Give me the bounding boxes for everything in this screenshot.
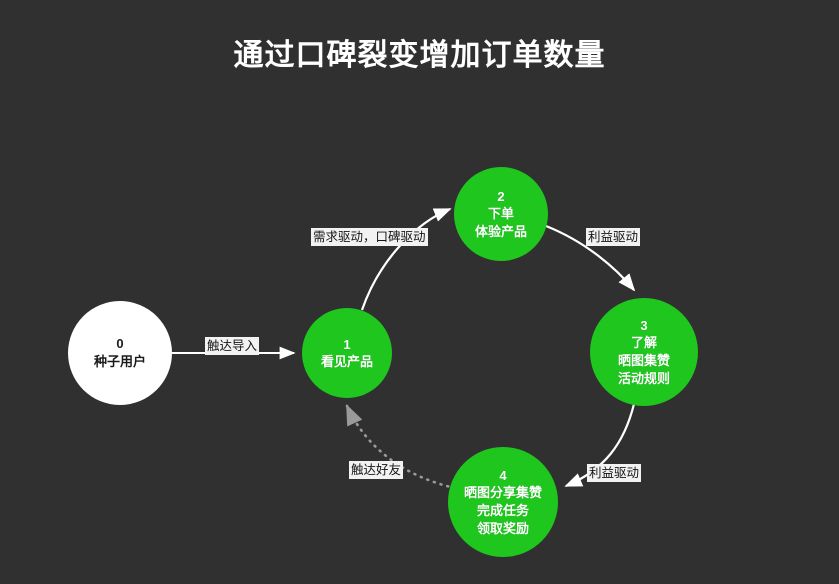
edge-order-to-rules bbox=[545, 224, 636, 292]
node-see-product[interactable]: 1 看见产品 bbox=[302, 308, 392, 398]
node-label: 看见产品 bbox=[320, 353, 373, 369]
edge-label-reach-friends: 触达好友 bbox=[349, 461, 404, 479]
edge-label-benefit-driven-order-to-rules: 利益驱动 bbox=[586, 228, 641, 246]
node-label: 晒图集赞 bbox=[617, 352, 670, 368]
edge-label-demand-wom-driven: 需求驱动，口碑驱动 bbox=[311, 228, 428, 246]
node-label: 了解 bbox=[630, 334, 657, 350]
node-share-complete-reward[interactable]: 4 晒图分享集赞 完成任务 领取奖励 bbox=[448, 447, 558, 557]
edge-label-benefit-driven-rules-to-share: 利益驱动 bbox=[587, 464, 642, 482]
edge-rules-to-share bbox=[564, 403, 636, 488]
node-number: 4 bbox=[499, 467, 507, 483]
node-label: 晒图分享集赞 bbox=[463, 484, 542, 500]
node-label: 下单 bbox=[487, 205, 514, 221]
node-label: 完成任务 bbox=[476, 502, 529, 518]
node-label: 体验产品 bbox=[474, 223, 527, 239]
edge-see-product-to-order bbox=[360, 207, 452, 311]
node-label: 活动规则 bbox=[617, 370, 670, 386]
node-label: 种子用户 bbox=[93, 354, 146, 369]
edge-share-to-see-product bbox=[345, 404, 457, 490]
node-number: 2 bbox=[497, 188, 505, 204]
node-number: 0 bbox=[116, 336, 124, 351]
edge-label-reach-import: 触达导入 bbox=[205, 337, 260, 355]
node-seed-users[interactable]: 0 种子用户 bbox=[68, 301, 172, 405]
node-number: 1 bbox=[343, 336, 351, 352]
node-learn-rules[interactable]: 3 了解 晒图集赞 活动规则 bbox=[590, 298, 698, 406]
page-title: 通过口碑裂变增加订单数量 bbox=[233, 39, 606, 72]
node-number: 3 bbox=[640, 317, 648, 333]
node-label: 领取奖励 bbox=[476, 520, 529, 536]
node-place-order[interactable]: 2 下单 体验产品 bbox=[454, 167, 548, 261]
